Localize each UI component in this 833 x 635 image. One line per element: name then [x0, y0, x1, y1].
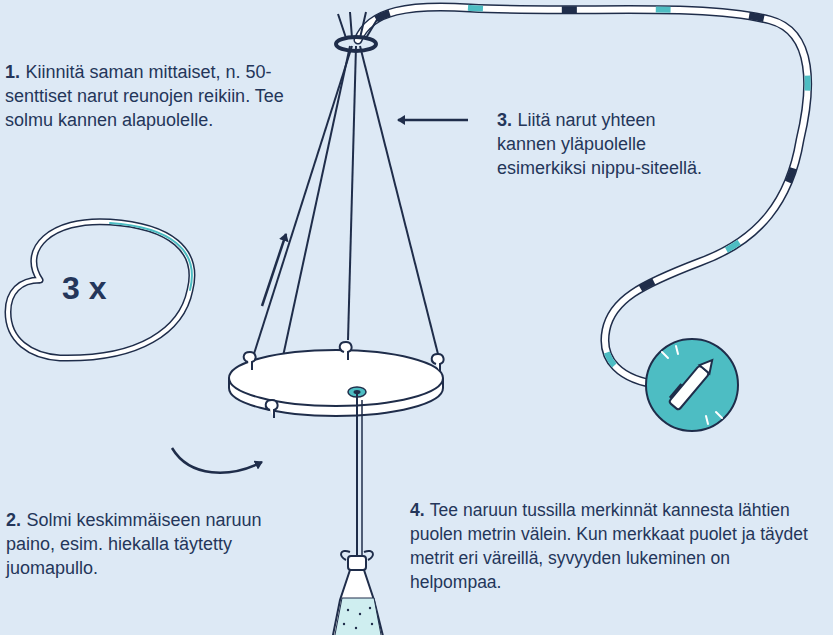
- callout-number: 4.: [410, 500, 425, 520]
- step-text: 2.Solmi keskimmäiseen naruun paino, esim…: [6, 508, 276, 580]
- weight-bottle: [332, 394, 384, 635]
- step-text: 4.Tee naruun tussilla merkinnät kannesta…: [410, 498, 826, 594]
- count-label: 3 x: [62, 270, 106, 306]
- cable-tie: [336, 12, 378, 51]
- callout-number: 3.: [497, 110, 512, 130]
- step-text: 1.Kiinnitä saman mittaiset, n. 50-sentti…: [5, 60, 290, 132]
- count-label: 3 x: [62, 270, 172, 306]
- pen-icon: [646, 339, 738, 431]
- measuring-rope: [358, 7, 808, 385]
- callout-number: 2.: [6, 510, 21, 530]
- lid: [229, 342, 444, 418]
- instruction-text: Kiinnitä saman mittaiset, n. 50-senttise…: [5, 62, 284, 130]
- instruction-text: Liitä narut yhteen kannen yläpuolelle es…: [497, 110, 702, 178]
- instruction-text: Solmi keskimmäiseen naruun paino, esim. …: [6, 510, 262, 578]
- callout-number: 1.: [5, 62, 20, 82]
- pointer-arrows: [172, 120, 468, 473]
- loose-string: [8, 222, 192, 358]
- instruction-text: Tee naruun tussilla merkinnät kannesta l…: [410, 500, 808, 592]
- step-text: 3.Liitä narut yhteen kannen yläpuolelle …: [497, 108, 712, 180]
